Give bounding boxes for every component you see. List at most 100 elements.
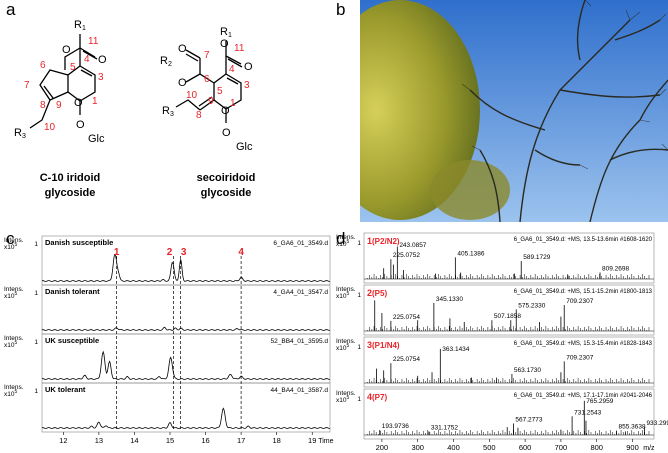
seco-r3: R3 — [162, 105, 174, 118]
peak-mz-label: 855.3638 — [619, 424, 646, 431]
trace-yexp: x105 — [4, 242, 17, 251]
iridoid-caption-line1: C-10 iridoid — [40, 172, 101, 184]
peak-mz-label: 575.2330 — [518, 302, 545, 309]
peak-mz-label: 331.1752 — [431, 424, 458, 431]
trace-name: Danish susceptible — [45, 238, 113, 247]
iridoid-o-glc: O — [76, 119, 85, 131]
seco-o-4: O — [178, 43, 187, 55]
spectrum-header: 6_GA6_01_3549.d: +MS, 15.1-15.2min #1800… — [514, 289, 653, 295]
seco-r2: R2 — [160, 55, 172, 68]
peak-mz-label: 225.0752 — [393, 252, 420, 259]
x-tick-label: 14 — [130, 436, 138, 445]
peak-label-4: 4 — [238, 247, 244, 258]
spectrum-ylabel: Intens. — [336, 390, 356, 397]
svg-text:5: 5 — [217, 86, 223, 97]
seco-glc: Glc — [236, 141, 253, 153]
x-tick-label: 13 — [95, 436, 103, 445]
peak-mz-label: 709.2307 — [566, 354, 593, 361]
trace-ylabel: Intens. — [4, 286, 24, 293]
iridoid-o-ester: O — [62, 44, 71, 56]
trace-name: UK susceptible — [45, 336, 99, 345]
iridoid-atom-numbers: 11 4 3 5 6 7 8 9 1 10 — [24, 36, 104, 133]
spectrum-header: 6_GA6_01_3549.d: +MS, 17.1-17.1min #2041… — [514, 393, 653, 399]
chemical-structures: R1 O O O O Glc R3 11 4 3 5 6 7 8 9 1 10 … — [14, 19, 256, 199]
svg-text:3: 3 — [98, 72, 104, 83]
trace-yexp: x105 — [4, 291, 17, 300]
spectrum-frame — [363, 336, 655, 388]
x-tick-label: 900 — [626, 443, 639, 452]
spectrum-title: 2(P5) — [367, 288, 387, 298]
spectrum-title: 1(P2/N2) — [367, 236, 400, 246]
svg-text:10: 10 — [44, 122, 56, 133]
spectrum-ylabel: Intens. — [336, 234, 356, 241]
seco-r1: R1 — [220, 26, 232, 39]
x-tick-label: 200 — [376, 443, 389, 452]
svg-text:3: 3 — [244, 80, 250, 91]
trace-line — [41, 253, 330, 282]
spectrum-header: 6_GA6_01_3549.d: +MS, 13.5-13.6min #1608… — [514, 237, 653, 243]
svg-text:1: 1 — [92, 96, 98, 107]
x-tick-label: 15 — [166, 436, 174, 445]
spectrum-ytick: 1 — [357, 240, 361, 247]
iridoid-r1: R1 — [74, 19, 86, 32]
svg-text:6: 6 — [204, 74, 210, 85]
mass-spectra-panel: Intens. x105 1 1(P2/N2) 6_GA6_01_3549.d: +MS… — [336, 232, 668, 452]
seco-caption-line1: secoiridoid — [197, 172, 256, 184]
svg-text:11: 11 — [234, 43, 245, 54]
spectrum-ytick: 1 — [357, 292, 361, 299]
spectrum-ylabel: Intens. — [336, 338, 356, 345]
spectrum-ytick: 1 — [357, 344, 361, 351]
peak-mz-label: 731.2543 — [574, 409, 601, 416]
trace-ytick: 1 — [34, 339, 38, 346]
spectrum-frame — [363, 284, 655, 336]
tree-photo — [360, 0, 668, 222]
svg-text:7: 7 — [24, 80, 30, 91]
svg-text:7: 7 — [204, 50, 210, 61]
x-tick-label: 19 — [308, 436, 316, 445]
svg-text:4: 4 — [229, 64, 235, 75]
trace-ytick: 1 — [34, 290, 38, 297]
peak-mz-label: 225.0754 — [393, 356, 420, 363]
x-axis-unit: Time [min] — [318, 438, 336, 445]
peak-mz-label: 563.1730 — [514, 367, 541, 374]
panel-letter-b: b — [336, 0, 346, 19]
x-tick-label: 700 — [555, 443, 568, 452]
iridoid-o-carbonyl: O — [98, 54, 107, 66]
spectrum-yexp: x105 — [336, 291, 349, 300]
peak-mz-label: 709.2307 — [566, 298, 593, 305]
spectrum-ytick: 1 — [357, 396, 361, 403]
peak-mz-label: 225.0754 — [393, 314, 420, 321]
trace-ytick: 1 — [34, 241, 38, 248]
seco-o-glc: O — [222, 127, 231, 139]
x-tick-label: 12 — [59, 436, 67, 445]
x-tick-label: 800 — [590, 443, 603, 452]
svg-text:9: 9 — [56, 100, 62, 111]
panel-letter-c: c — [6, 229, 15, 248]
trace-file: 52_BB4_01_3595.d — [271, 338, 329, 345]
spectrum-header: 6_GA6_01_3549.d: +MS, 15.3-15.4min #1828… — [514, 341, 653, 347]
seco-o-ring: O — [221, 105, 230, 117]
peak-mz-label: 809.2698 — [602, 266, 629, 273]
trace-name: UK tolerant — [45, 385, 86, 394]
svg-text:10: 10 — [186, 90, 198, 101]
x-tick-label: 400 — [447, 443, 460, 452]
trace-ylabel: Intens. — [4, 384, 24, 391]
trace-frame — [41, 382, 331, 433]
svg-text:5: 5 — [70, 62, 76, 73]
trace-yexp: x105 — [4, 389, 17, 398]
tree-photo-drawing — [360, 0, 668, 222]
trace-line — [41, 350, 330, 380]
peak-label-3: 3 — [181, 247, 187, 258]
peak-mz-label: 765.2959 — [586, 398, 613, 405]
trace-name: Danish tolerant — [45, 287, 100, 296]
x-tick-label: 600 — [519, 443, 532, 452]
seco-o-1: O — [220, 38, 229, 50]
x-tick-label: 16 — [201, 436, 209, 445]
trace-ylabel: Intens. — [4, 237, 24, 244]
